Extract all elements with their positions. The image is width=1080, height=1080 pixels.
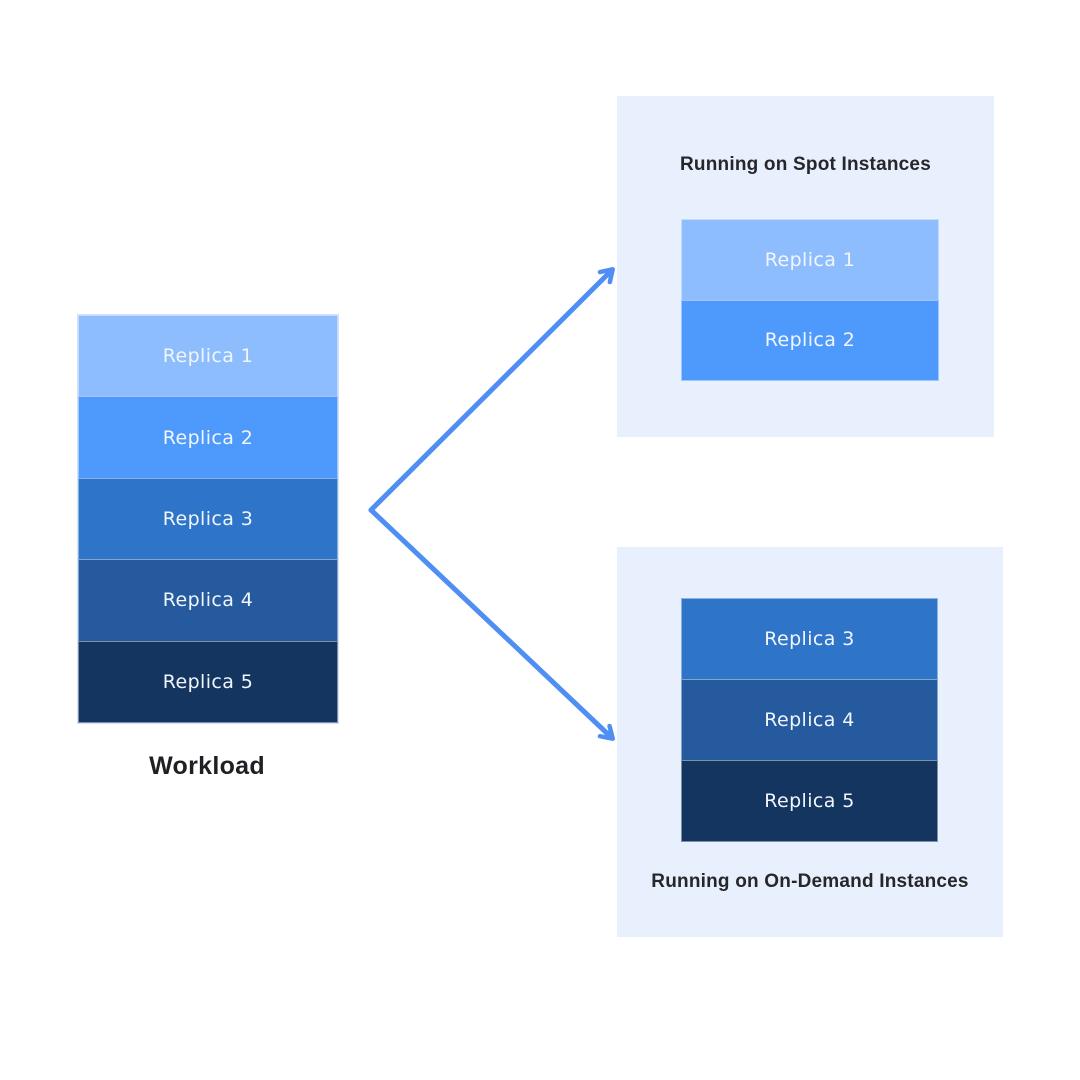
arrow-to-spot-panel [368,267,615,513]
workload-stack: Replica 1 Replica 2 Replica 3 Replica 4 Repl… [77,314,339,724]
replica-label: Replica 1 [764,248,856,271]
replica-block: Replica 4 [78,559,338,642]
workload-label: Workload [149,752,265,780]
spot-panel-title: Running on Spot Instances [680,154,931,175]
replica-label: Replica 2 [162,426,254,449]
replica-label: Replica 3 [764,628,855,650]
ondemand-replica-stack: Replica 3 Replica 4 Replica 5 [681,598,938,842]
replica-label: Replica 4 [162,589,254,612]
ondemand-instances-panel: Replica 3 Replica 4 Replica 5 Running on O… [617,547,1003,937]
replica-block: Replica 3 [681,598,938,680]
replica-label: Replica 1 [162,345,254,368]
replica-label: Replica 3 [162,508,254,531]
replica-block: Replica 3 [78,477,338,561]
replica-block: Replica 4 [681,679,938,761]
replica-block: Replica 1 [681,219,939,301]
ondemand-panel-title: Running on On-Demand Instances [651,871,969,892]
replica-block: Replica 5 [78,640,338,724]
replica-label: Replica 2 [764,329,856,352]
replica-block: Replica 2 [681,299,939,381]
spot-replica-stack: Replica 1 Replica 2 [681,219,939,381]
replica-block: Replica 1 [78,315,338,398]
replica-label: Replica 5 [162,670,254,693]
arrow-to-ondemand-panel [368,507,615,741]
replica-block: Replica 5 [681,760,938,842]
replica-block: Replica 2 [78,396,338,479]
replica-label: Replica 5 [764,790,855,812]
replica-label: Replica 4 [764,709,855,731]
